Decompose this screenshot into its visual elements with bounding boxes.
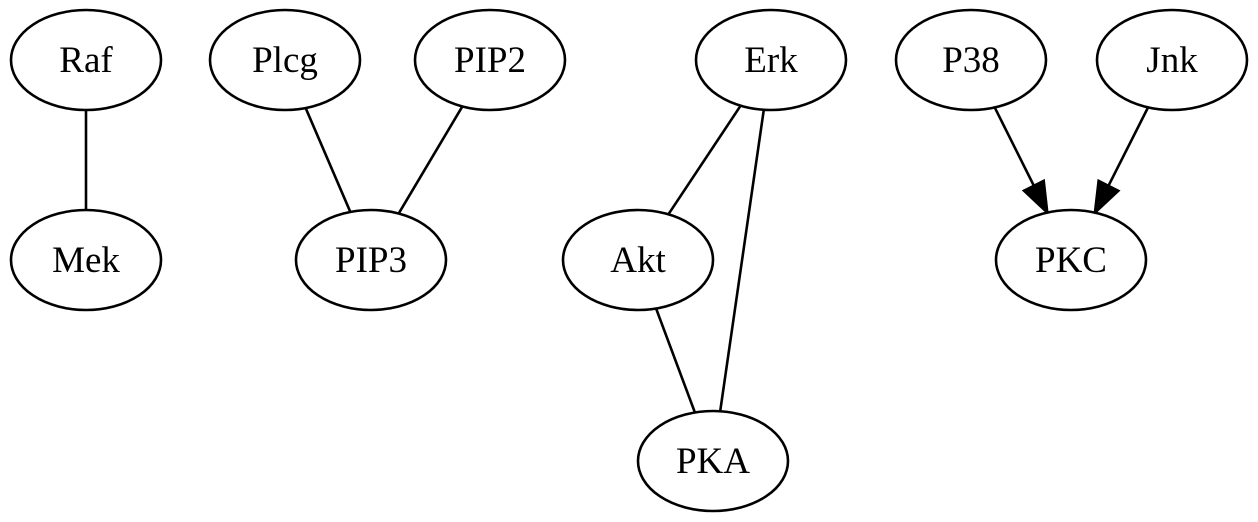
edge-erk-akt	[667, 104, 742, 216]
node-label: Akt	[610, 240, 666, 281]
node-label: Erk	[744, 40, 798, 81]
node-p38: P38	[894, 8, 1048, 112]
node-pkc: PKC	[994, 208, 1148, 312]
node-ellipse	[294, 208, 448, 312]
edge-line	[654, 308, 697, 413]
edge-erk-pka	[718, 109, 766, 412]
node-pip2: PIP2	[413, 8, 567, 112]
node-label: P38	[942, 40, 1000, 81]
edge-line	[667, 104, 742, 216]
arrowhead	[1093, 178, 1121, 216]
edge-line	[304, 107, 352, 213]
edge-line	[993, 106, 1036, 187]
arrowhead	[1021, 178, 1049, 216]
node-ellipse	[413, 8, 567, 112]
node-label: PKC	[1035, 240, 1107, 281]
node-ellipse	[894, 8, 1048, 112]
node-label: PIP2	[454, 40, 526, 81]
node-ellipse	[9, 208, 163, 312]
node-ellipse	[1095, 8, 1249, 112]
node-label: Jnk	[1146, 40, 1198, 81]
node-label: Raf	[59, 40, 113, 81]
edge-line	[718, 109, 766, 412]
node-ellipse	[561, 208, 715, 312]
node-mek: Mek	[9, 208, 163, 312]
edge-plcg-pip3	[304, 107, 352, 213]
node-ellipse	[994, 208, 1148, 312]
node-ellipse	[694, 8, 848, 112]
edge-jnk-pkc	[1093, 106, 1150, 216]
edge-pip2-pip3	[397, 105, 464, 215]
node-ellipse	[208, 8, 362, 112]
node-jnk: Jnk	[1095, 8, 1249, 112]
edge-line	[397, 105, 464, 215]
node-pip3: PIP3	[294, 208, 448, 312]
edge-line	[1107, 106, 1150, 187]
node-label: PIP3	[335, 240, 407, 281]
node-plcg: Plcg	[208, 8, 362, 112]
node-label: Mek	[52, 240, 120, 281]
node-raf: Raf	[9, 8, 163, 112]
edge-akt-pka	[654, 308, 697, 413]
node-label: Plcg	[252, 40, 318, 81]
node-label: PKA	[676, 441, 750, 482]
node-pka: PKA	[636, 409, 790, 513]
node-akt: Akt	[561, 208, 715, 312]
node-erk: Erk	[694, 8, 848, 112]
edges-layer	[84, 104, 1150, 413]
node-ellipse	[636, 409, 790, 513]
node-ellipse	[9, 8, 163, 112]
edge-p38-pkc	[993, 106, 1049, 216]
